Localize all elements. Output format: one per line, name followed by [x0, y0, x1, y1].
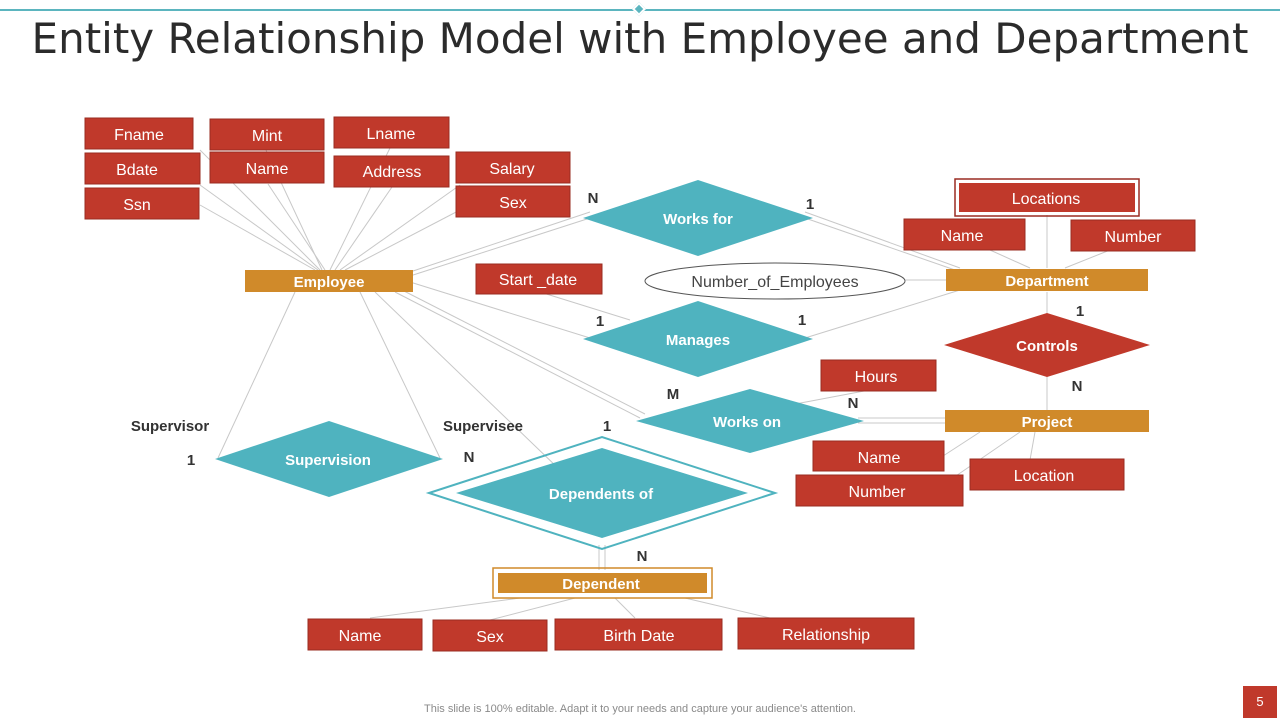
relationship-supervision: Supervision [215, 421, 443, 497]
svg-text:Sex: Sex [476, 629, 504, 646]
entity-dependent: Dependent [492, 567, 713, 599]
card-works-for-employee: N [588, 190, 599, 207]
footer-note: This slide is 100% editable. Adapt it to… [424, 703, 856, 715]
slide-title: Entity Relationship Model with Employee … [31, 14, 1249, 63]
svg-text:Controls: Controls [1016, 338, 1078, 355]
svg-text:Name: Name [858, 450, 901, 467]
svg-text:Fname: Fname [114, 127, 164, 144]
attr-project-location: Location [969, 458, 1125, 491]
attr-employee-name: Name [209, 151, 325, 184]
svg-text:Dependent: Dependent [562, 576, 640, 593]
card-controls-project: N [1072, 378, 1083, 395]
svg-text:Manages: Manages [666, 332, 730, 349]
card-dependents-employee: 1 [603, 418, 611, 435]
svg-text:Dependents of: Dependents of [549, 486, 654, 503]
relationship-controls: Controls [944, 313, 1150, 377]
attr-dept-number: Number [1070, 219, 1196, 252]
attr-project-number: Number [795, 474, 964, 507]
relationship-manages: Manages [583, 301, 813, 377]
attr-birth-date: Birth Date [554, 618, 723, 651]
svg-text:Department: Department [1005, 273, 1088, 290]
attr-hours: Hours [820, 359, 937, 392]
svg-text:Name: Name [339, 628, 382, 645]
svg-text:Employee: Employee [294, 274, 365, 291]
svg-text:Address: Address [363, 164, 422, 181]
page-number: 5 [1243, 686, 1277, 718]
svg-text:Works on: Works on [713, 414, 781, 431]
svg-text:Hours: Hours [855, 369, 898, 386]
entity-employee: Employee [245, 270, 413, 292]
card-works-on-employee: M [667, 386, 680, 403]
attr-number-of-employees: Number_of_Employees [644, 262, 906, 300]
attr-address: Address [333, 155, 450, 188]
attr-dependent-sex: Sex [432, 619, 548, 652]
svg-text:Name: Name [246, 161, 289, 178]
attr-lname: Lname [333, 116, 450, 149]
svg-text:Start _date: Start _date [499, 272, 577, 289]
attr-project-name: Name [812, 440, 945, 472]
svg-text:Number: Number [849, 484, 907, 501]
card-works-for-department: 1 [806, 196, 814, 213]
svg-text:Locations: Locations [1012, 191, 1081, 208]
card-works-on-project: N [848, 395, 859, 412]
svg-text:Supervision: Supervision [285, 452, 371, 469]
card-manages-department: 1 [798, 312, 806, 329]
svg-text:Sex: Sex [499, 195, 527, 212]
svg-text:Number_of_Employees: Number_of_Employees [691, 274, 858, 291]
svg-text:Ssn: Ssn [123, 197, 151, 214]
relationship-dependents-of: Dependents of [425, 435, 779, 551]
svg-text:Works for: Works for [663, 211, 733, 228]
attr-locations: Locations [954, 178, 1140, 217]
card-dependents-dependent: N [637, 548, 648, 565]
attr-salary: Salary [455, 151, 571, 184]
role-supervisee: Supervisee [443, 418, 523, 435]
attr-relationship: Relationship [737, 617, 915, 650]
svg-text:Name: Name [941, 228, 984, 245]
svg-text:Mint: Mint [252, 128, 283, 145]
svg-text:Bdate: Bdate [116, 162, 158, 179]
card-supervision-supervisor: 1 [187, 452, 195, 469]
card-supervision-supervisee: N [464, 449, 475, 466]
svg-text:Salary: Salary [489, 161, 534, 178]
entity-project: Project [945, 410, 1149, 432]
attr-employee-sex: Sex [455, 185, 571, 218]
svg-text:Location: Location [1014, 468, 1075, 485]
svg-text:Relationship: Relationship [782, 627, 870, 644]
svg-text:Project: Project [1022, 414, 1073, 431]
card-controls-department: 1 [1076, 303, 1084, 320]
svg-text:Lname: Lname [367, 126, 416, 143]
attr-ssn: Ssn [84, 187, 200, 220]
card-manages-employee: 1 [596, 313, 604, 330]
relationship-works-on: Works on [636, 389, 864, 453]
attr-dependent-name: Name [307, 618, 423, 651]
entity-department: Department [946, 269, 1148, 291]
svg-text:Number: Number [1105, 229, 1163, 246]
attr-dept-name: Name [903, 218, 1026, 251]
connector-lines [199, 147, 1111, 621]
svg-text:Birth Date: Birth Date [603, 628, 674, 645]
attr-mint: Mint [209, 118, 325, 151]
relationship-works-for: Works for [583, 180, 813, 256]
attr-start-date: Start _date [475, 263, 603, 295]
role-supervisor: Supervisor [131, 418, 210, 435]
attr-bdate: Bdate [84, 152, 201, 185]
attr-fname: Fname [84, 117, 194, 150]
